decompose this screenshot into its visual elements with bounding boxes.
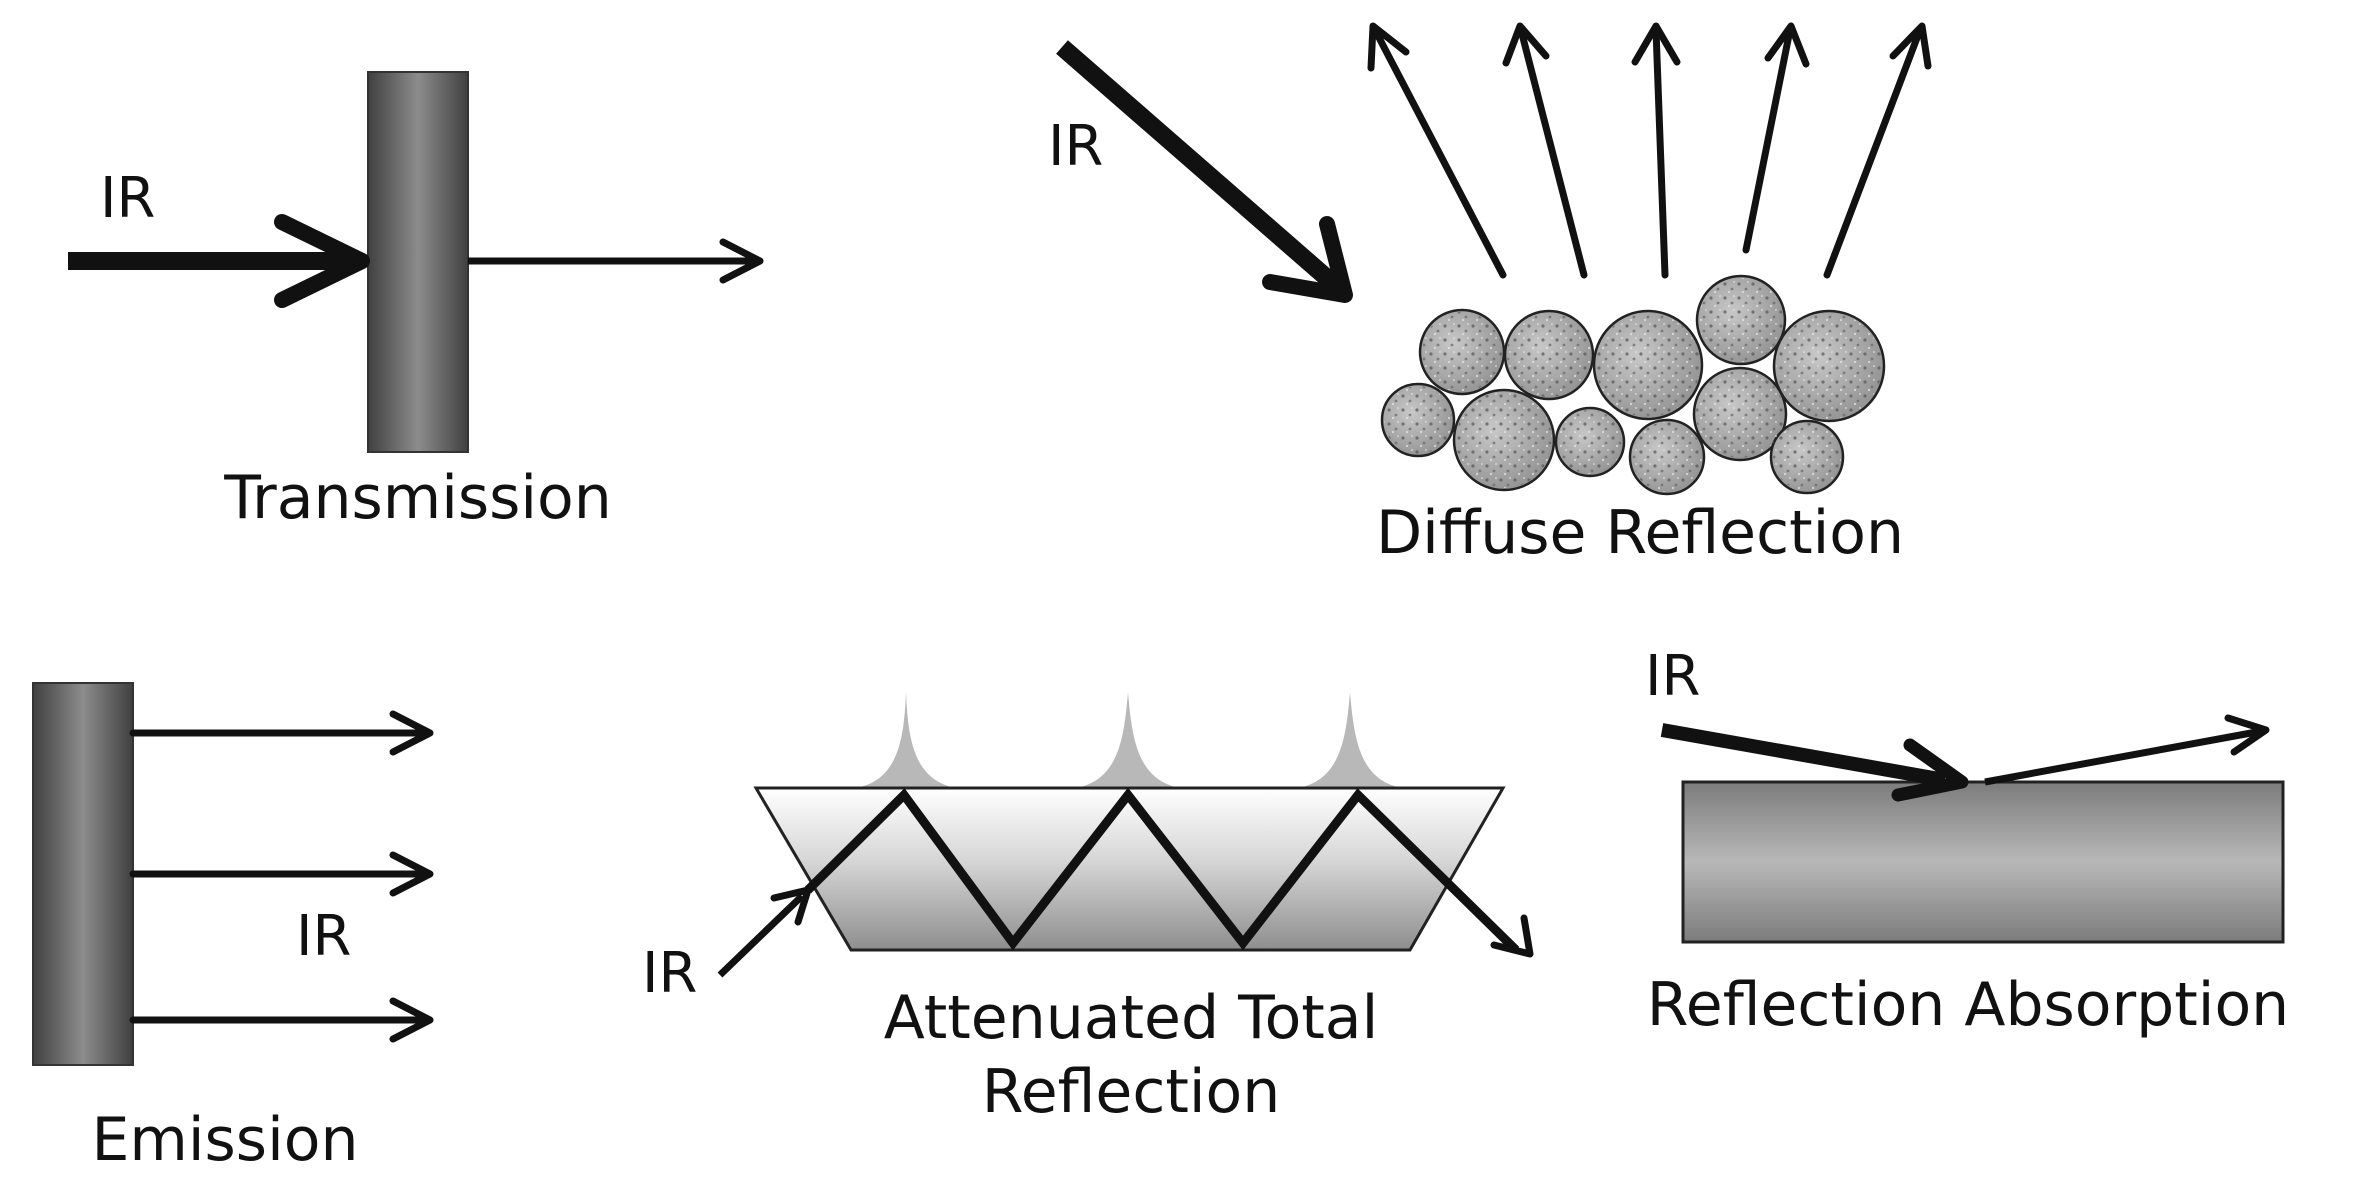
reflection-absorption-panel: IR Reflection Absorption [1645,644,2289,1040]
scattered-beam-3-arrowhead [1631,22,1681,66]
emission-sample [32,682,134,1066]
transmission-caption: Transmission [223,463,612,533]
atr-incident-arrowhead [770,886,812,926]
ra-incident-arrowhead [1891,738,1969,802]
transmission-sample [367,71,469,453]
emission-beam-3-arrowhead [389,997,434,1043]
diffuse-scattered-beams [1367,22,1932,279]
transmission-panel: IR Transmission [68,71,764,533]
transmission-transmitted-arrowhead [719,238,764,284]
atr-panel: IR Attenuated Total Reflection [642,692,1534,1127]
atr-caption-line2: Reflection [982,1057,1281,1127]
atr-incident-beam [717,893,805,978]
diffuse-reflection-panel: IR [1048,22,1932,568]
atr-crystal [753,786,1506,952]
atr-caption-line1: Attenuated Total [884,983,1379,1053]
scattered-beam-2 [1517,26,1588,279]
diffuse-incident-arrowhead [1262,216,1353,303]
ra-reflected-beam [1984,727,2263,786]
transmission-ir-label: IR [100,166,155,231]
powder-particles-texture [1384,278,1882,492]
diffuse-ir-label: IR [1048,114,1103,179]
scattered-beam-3 [1652,26,1669,279]
atr-zigzag-beam [804,787,1520,954]
diffuse-incident-beam [1056,40,1341,292]
diffuse-reflection-caption: Diffuse Reflection [1376,498,1904,568]
scattered-beam-4 [1742,26,1794,254]
scattered-beam-5-arrowhead [1889,22,1932,70]
emission-beam-1-arrowhead [389,710,434,756]
ra-incident-beam [1660,723,1947,787]
reflection-absorption-caption: Reflection Absorption [1647,970,2289,1040]
scattered-beam-1-arrowhead [1367,22,1410,72]
evanescent-wave-1 [856,692,956,788]
scattered-beam-4-arrowhead [1764,22,1810,68]
emission-caption: Emission [92,1105,359,1175]
evanescent-wave-3 [1298,692,1402,788]
reflection-absorption-substrate [1681,780,2285,944]
ra-ir-label: IR [1645,644,1700,709]
transmission-incident-arrowhead [274,214,370,308]
atr-ir-label: IR [642,941,697,1006]
emission-beam-2-arrowhead [389,851,434,897]
scattered-beam-5 [1823,26,1924,279]
evanescent-wave-2 [1076,692,1180,788]
scattered-beam-2-arrowhead [1502,22,1550,67]
evanescent-waves [856,692,1402,788]
scattered-beam-1 [1371,26,1507,279]
emission-panel: IR Emission [32,682,434,1175]
atr-exit-arrowhead [1490,914,1534,958]
ra-reflected-arrowhead [2224,714,2270,756]
emission-ir-label: IR [296,904,351,969]
